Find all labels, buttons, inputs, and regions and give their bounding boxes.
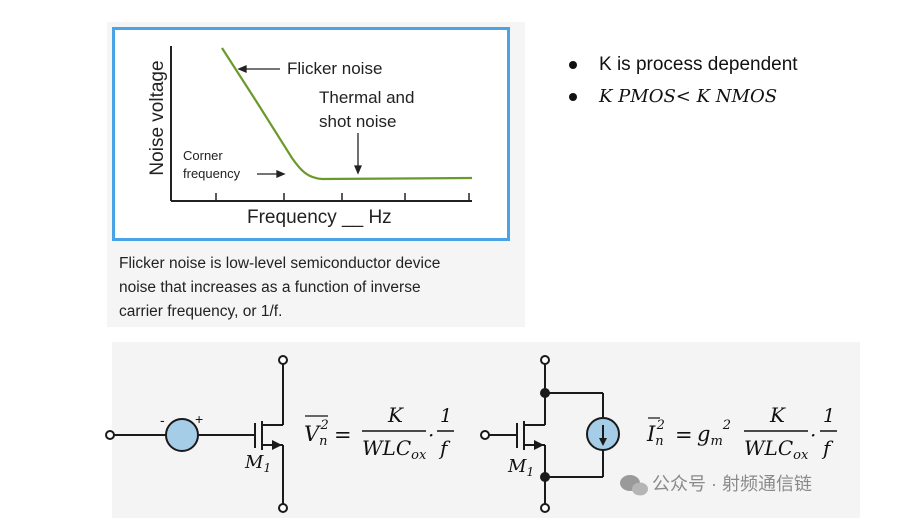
- description-line: Flicker noise is low-level semiconductor…: [119, 255, 441, 272]
- dot-operator: ·: [428, 423, 434, 447]
- drain-terminal: [540, 355, 550, 365]
- description-text: Flicker noise is low-level semiconductor…: [119, 252, 519, 324]
- wechat-icon: [620, 475, 648, 496]
- noise-chart-frame: [112, 27, 510, 241]
- bullet-item: K is process dependent: [563, 49, 798, 81]
- watermark-label: 公众号 · 射频通信链: [652, 474, 812, 494]
- bullet-dot: [569, 61, 577, 69]
- top-junction: [540, 388, 550, 398]
- thermal-arrowhead: [354, 165, 362, 175]
- thermal-label-line1: Thermal and: [319, 88, 414, 107]
- input-terminal: [480, 430, 490, 440]
- left-equation: Vn2 = K WLCox · 1 f: [304, 403, 454, 463]
- source-arrow: [272, 440, 282, 450]
- source-terminal: [278, 503, 288, 513]
- thermal-label-line2: shot noise: [319, 112, 397, 131]
- noise-voltage-source: [165, 418, 199, 452]
- source-arrow: [534, 440, 544, 450]
- corner-arrowhead: [276, 170, 286, 178]
- left-device-label: M1: [244, 452, 271, 475]
- numerator-k: K: [769, 403, 786, 427]
- plus-sign: +: [195, 411, 203, 427]
- description-line: carrier frequency, or 1/f.: [119, 303, 283, 320]
- flicker-arrowhead: [237, 65, 247, 73]
- denominator: WLCox: [744, 436, 809, 463]
- in2-symbol: In2: [646, 418, 665, 449]
- watermark-text: 公众号 · 射频通信链: [620, 470, 812, 496]
- numerator-1: 1: [440, 405, 452, 427]
- bullet-list: K is process dependent K PMOS< K NMOS: [563, 49, 798, 113]
- denominator: WLCox: [362, 436, 427, 463]
- corner-label-line1: Corner: [183, 148, 223, 163]
- vn2-symbol: Vn2: [304, 418, 329, 449]
- bottom-junction: [540, 472, 550, 482]
- corner-label-line2: frequency: [183, 166, 241, 181]
- right-equation: In2 = gm2 K WLCox · 1 f: [646, 403, 837, 463]
- denominator-f: f: [821, 436, 834, 460]
- right-circuit: [480, 355, 620, 513]
- noise-chart: Noise voltage Frequency __ Hz Flicker no…: [147, 46, 473, 228]
- dot-operator: ·: [810, 423, 816, 447]
- denominator-f: f: [438, 436, 451, 460]
- right-device-label: M1: [507, 456, 534, 479]
- bullet-text: K is process dependent: [599, 54, 798, 75]
- bullet-dot: [569, 93, 577, 101]
- drain-terminal: [278, 355, 288, 365]
- y-axis-label: Noise voltage: [147, 60, 168, 175]
- bullet-text: K PMOS< K NMOS: [599, 86, 778, 107]
- circuit-panel-background: [112, 342, 860, 518]
- x-axis-ticks: [215, 193, 470, 201]
- minus-sign: -: [160, 412, 165, 428]
- flicker-noise-label: Flicker noise: [287, 59, 382, 78]
- equals-sign: =: [675, 423, 693, 447]
- description-line: noise that increases as a function of in…: [119, 279, 421, 296]
- equals-sign: =: [334, 423, 352, 447]
- current-arrowhead: [599, 438, 607, 446]
- left-circuit: [105, 355, 288, 513]
- noise-curve: [221, 47, 473, 181]
- input-terminal: [105, 430, 115, 440]
- bullet-item: K PMOS< K NMOS: [563, 81, 798, 113]
- numerator-1: 1: [823, 405, 835, 427]
- gm-term: gm2: [697, 418, 731, 449]
- source-terminal: [540, 503, 550, 513]
- x-axis-label: Frequency __ Hz: [247, 207, 392, 228]
- numerator-k: K: [387, 403, 404, 427]
